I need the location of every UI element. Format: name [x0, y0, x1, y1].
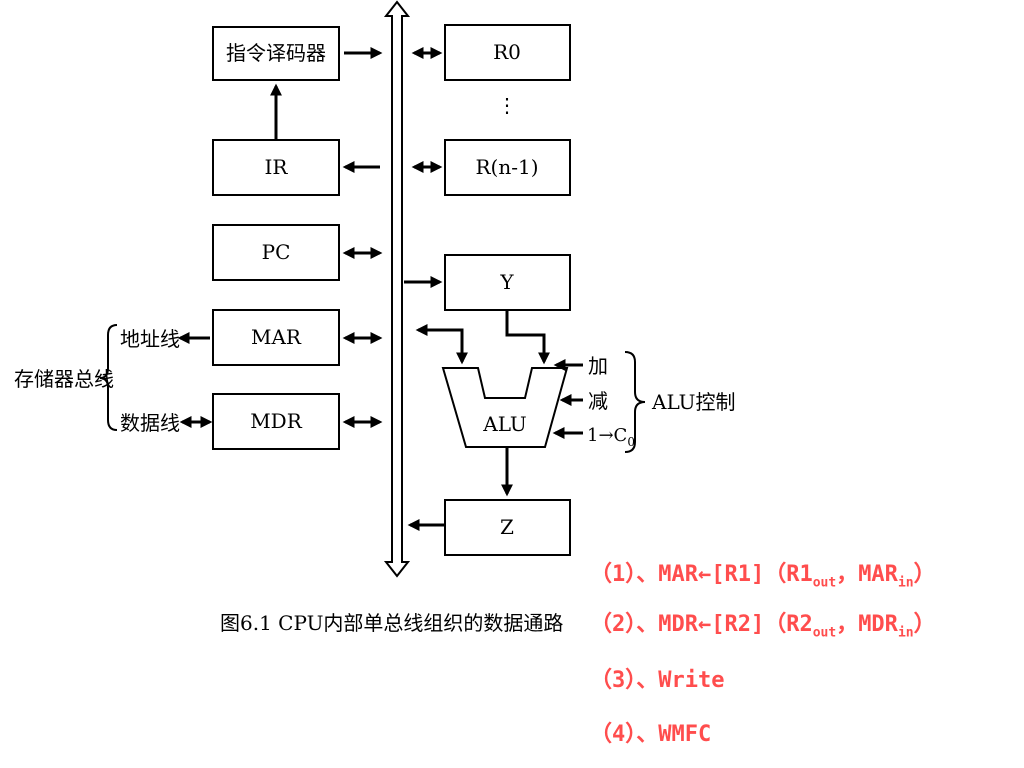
alu-control-label: ALU控制: [651, 390, 736, 414]
decoder-label: 指令译码器: [226, 41, 326, 65]
bus-alu-input-arrow: [415, 324, 468, 365]
y-to-alu-arrow: [505, 310, 550, 365]
step-4: （4）、WMFC: [590, 722, 712, 747]
rn1-label: R(n-1): [475, 155, 538, 179]
mdr-block: MDR: [212, 393, 340, 450]
address-line-label: 地址线: [120, 327, 180, 351]
mar-block: MAR: [212, 309, 340, 366]
pc-block: PC: [212, 224, 340, 281]
mdr-label: MDR: [250, 409, 303, 433]
internal-bus: [383, 0, 411, 578]
alu-control-brace: [624, 351, 646, 453]
mar-label: MAR: [251, 325, 302, 349]
step-1: （1）、MAR←[R1]（R1out，MARin）: [590, 562, 936, 591]
pc-label: PC: [262, 240, 291, 264]
r0-block: R0: [444, 24, 571, 81]
step-3: （3）、Write: [590, 668, 725, 693]
alu-label: ALU: [482, 412, 527, 436]
z-block: Z: [444, 499, 571, 556]
alu-block: ALU: [441, 367, 569, 448]
add-label: 加: [588, 354, 608, 378]
instruction-decoder-block: 指令译码器: [212, 26, 340, 81]
register-ellipsis: ⋮: [497, 93, 517, 117]
y-block: Y: [444, 254, 571, 311]
memory-bus-label: 存储器总线: [14, 367, 114, 391]
r0-label: R0: [493, 40, 521, 64]
data-line-label: 数据线: [120, 411, 180, 435]
y-label: Y: [499, 270, 514, 294]
figure-caption: 图6.1 CPU内部单总线组织的数据通路: [220, 611, 563, 635]
step-2: （2）、MDR←[R2]（R2out，MDRin）: [590, 612, 936, 641]
sub-label: 减: [588, 389, 608, 413]
carry-label: 1→C0: [587, 425, 635, 449]
rn1-block: R(n-1): [444, 139, 571, 196]
z-label: Z: [500, 515, 514, 539]
ir-label: IR: [265, 155, 289, 179]
memory-bus-brace: [99, 324, 118, 431]
ir-block: IR: [212, 139, 340, 196]
